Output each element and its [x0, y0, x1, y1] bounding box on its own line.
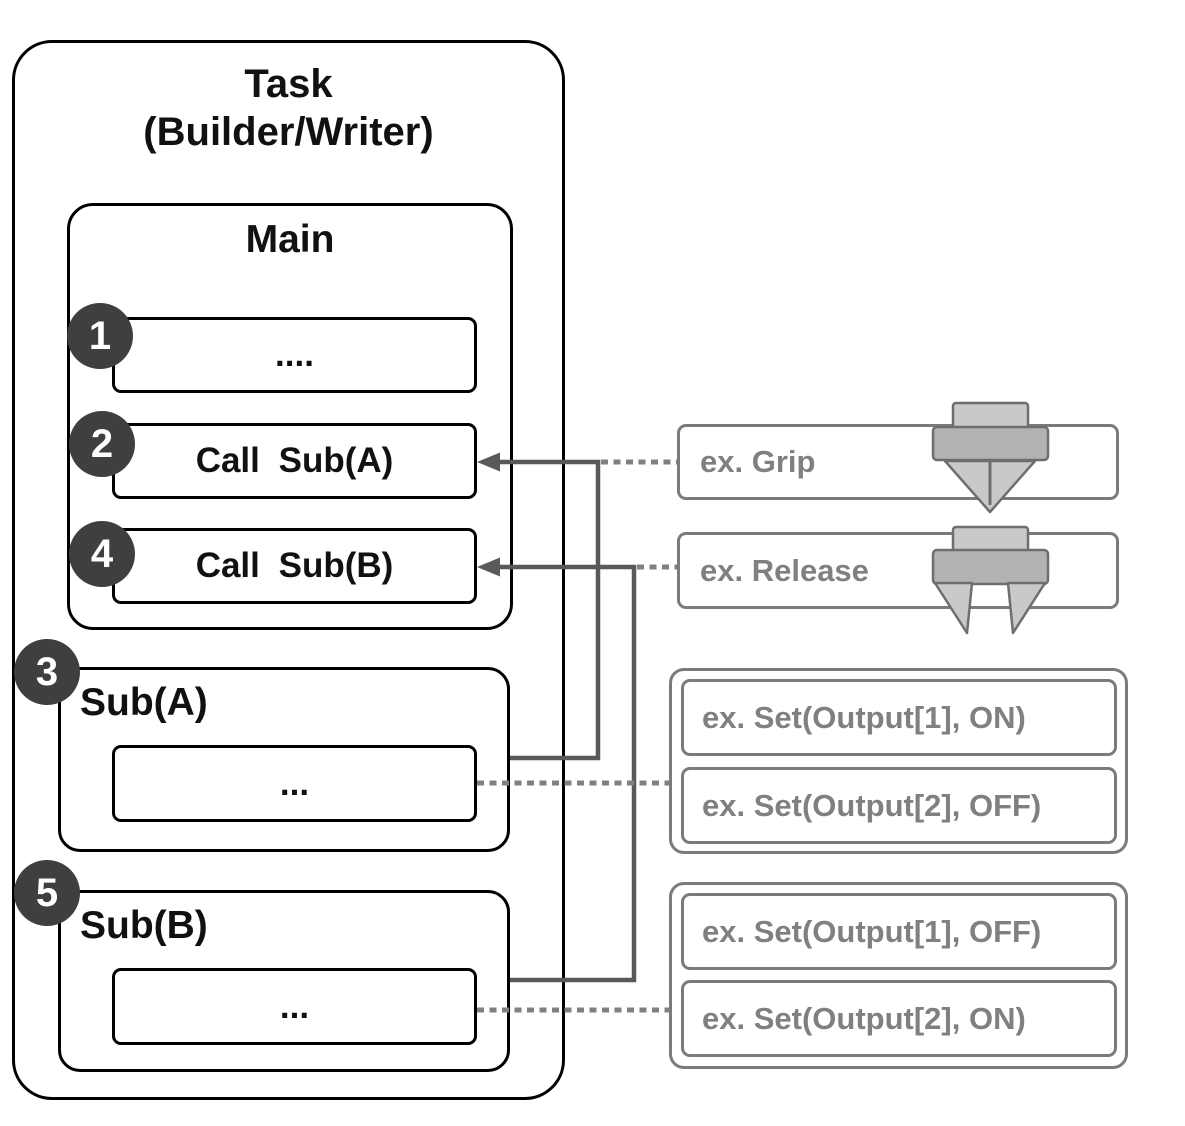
sub-a-body-label: ...	[279, 763, 310, 803]
example-grip-box: ex. Grip	[677, 424, 1119, 500]
step-badge-2: 2	[69, 411, 135, 477]
main-title: Main	[245, 218, 335, 261]
task-title-line2: (Builder/Writer)	[143, 110, 434, 154]
step-badge-3: 3	[14, 639, 80, 705]
sub-b-body-label: ...	[279, 986, 310, 1026]
example-release-box: ex. Release	[677, 532, 1119, 609]
main-step-call-sub-a-box: Call Sub(A)	[112, 423, 477, 499]
example-sub-a-item-2-label: ex. Set(Output[2], OFF)	[702, 787, 1042, 823]
step-badge-1: 1	[67, 303, 133, 369]
example-grip-label: ex. Grip	[700, 444, 816, 479]
task-title-line1: Task	[244, 62, 333, 106]
example-release-label: ex. Release	[700, 552, 869, 588]
main-step-call-sub-b-box: Call Sub(B)	[112, 528, 477, 604]
example-sub-b-item-2: ex. Set(Output[2], ON)	[681, 980, 1117, 1057]
main-step-call-sub-a-label: Call Sub(A)	[195, 441, 394, 480]
sub-a-body-box: ...	[112, 745, 477, 822]
example-sub-a-item-1-label: ex. Set(Output[1], ON)	[702, 699, 1026, 735]
example-sub-b-item-1: ex. Set(Output[1], OFF)	[681, 893, 1117, 970]
example-sub-b-item-1-label: ex. Set(Output[1], OFF)	[702, 913, 1042, 949]
sub-a-title: Sub(A)	[80, 681, 208, 724]
example-sub-b-item-2-label: ex. Set(Output[2], ON)	[702, 1000, 1026, 1036]
example-sub-a-item-1: ex. Set(Output[1], ON)	[681, 679, 1117, 756]
task-title: Task (Builder/Writer)	[12, 60, 565, 156]
example-sub-a-item-2: ex. Set(Output[2], OFF)	[681, 767, 1117, 844]
main-step-call-sub-b-label: Call Sub(B)	[195, 546, 394, 585]
sub-b-title: Sub(B)	[80, 904, 208, 947]
sub-b-body-box: ...	[112, 968, 477, 1045]
step-badge-5: 5	[14, 860, 80, 926]
main-step-1-label: ....	[275, 335, 314, 374]
main-step-1-box: ....	[112, 317, 477, 393]
step-badge-4: 4	[69, 521, 135, 587]
